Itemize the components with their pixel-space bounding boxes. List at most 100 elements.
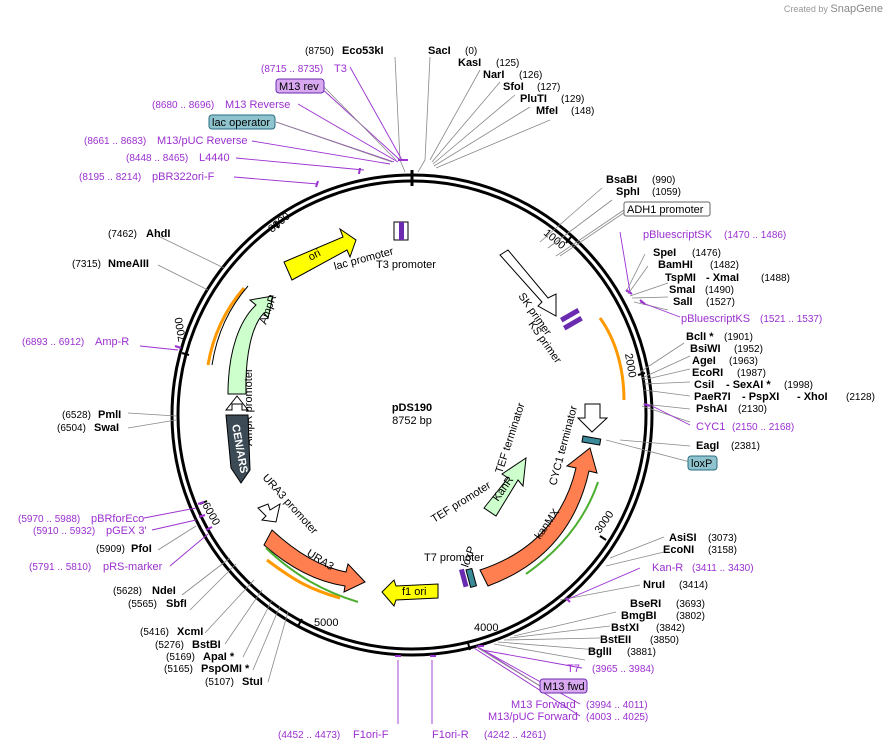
smai-name[interactable]: SmaI bbox=[669, 284, 695, 296]
bamhi-name[interactable]: BamHI bbox=[658, 259, 693, 271]
f1-ori-arrow[interactable] bbox=[381, 579, 439, 607]
mfei-name[interactable]: MfeI bbox=[536, 105, 558, 117]
eagi-name[interactable]: EagI bbox=[696, 440, 719, 452]
pblueks-name[interactable]: pBluescriptKS bbox=[681, 313, 750, 325]
cyc1-terminator-arrow[interactable] bbox=[576, 403, 609, 433]
eco53ki-name[interactable]: Eco53kI bbox=[342, 45, 384, 57]
m13reverse-name[interactable]: M13 Reverse bbox=[225, 99, 290, 111]
tef-promoter-label: TEF promoter bbox=[429, 479, 493, 525]
csii-extra[interactable]: - SexAI * bbox=[726, 379, 771, 391]
sbfi-name[interactable]: SbfI bbox=[166, 598, 187, 610]
ndei-name[interactable]: NdeI bbox=[152, 585, 176, 597]
pmli-pos: (6528) bbox=[62, 410, 91, 421]
m13rev-box[interactable] bbox=[275, 78, 325, 94]
t3-name[interactable]: T3 bbox=[334, 63, 347, 75]
f1orif-name[interactable]: F1ori-F bbox=[353, 729, 389, 741]
paer7i-extra1[interactable]: - PspXI bbox=[742, 391, 779, 403]
cen-ars-arrow[interactable] bbox=[225, 414, 251, 484]
ecori-name[interactable]: EcoRI bbox=[692, 367, 723, 379]
pmli-name[interactable]: PmlI bbox=[98, 409, 121, 421]
xcmi-name[interactable]: XcmI bbox=[177, 626, 203, 638]
loxp-inner-mark[interactable] bbox=[465, 567, 478, 588]
spei-name[interactable]: SpeI bbox=[653, 247, 676, 259]
pbluesk-pos: (1470 .. 1486) bbox=[724, 230, 786, 241]
sali-name[interactable]: SalI bbox=[673, 296, 693, 308]
nrui-name[interactable]: NruI bbox=[643, 579, 665, 591]
stui-name[interactable]: StuI bbox=[242, 676, 263, 688]
tspmi-name[interactable]: TspMI bbox=[665, 272, 696, 284]
apai-pos: (5169) bbox=[166, 652, 195, 663]
t3-pos: (8715 .. 8735) bbox=[261, 64, 323, 75]
paer7i-name[interactable]: PaeR7I bbox=[694, 391, 731, 403]
nari-name[interactable]: NarI bbox=[483, 69, 504, 81]
pshai-name[interactable]: PshAI bbox=[696, 403, 727, 415]
ampr-primer-pos: (6893 .. 6912) bbox=[22, 337, 84, 348]
swai-name[interactable]: SwaI bbox=[94, 422, 119, 434]
bmgbi-name[interactable]: BmgBI bbox=[621, 610, 656, 622]
bglii-name[interactable]: BglII bbox=[588, 646, 612, 658]
agei-name[interactable]: AgeI bbox=[692, 355, 716, 367]
sfoi-name[interactable]: SfoI bbox=[503, 81, 524, 93]
t7-name[interactable]: T7 bbox=[567, 663, 580, 675]
ampr-arrow[interactable] bbox=[227, 295, 274, 395]
pfoi-name[interactable]: PfoI bbox=[131, 543, 152, 555]
pgex3-name[interactable]: pGEX 3' bbox=[106, 525, 147, 537]
apai-name[interactable]: ApaI * bbox=[203, 651, 235, 663]
tspmi-extra[interactable]: - XmaI bbox=[706, 272, 739, 284]
pspomi-name[interactable]: PspOMI * bbox=[201, 663, 250, 675]
m13puc-rev-name[interactable]: M13/pUC Reverse bbox=[157, 135, 247, 147]
ahdi-name[interactable]: AhdI bbox=[146, 228, 170, 240]
l4440-name[interactable]: L4440 bbox=[199, 152, 230, 164]
bstxi-name[interactable]: BstXI bbox=[611, 622, 639, 634]
ura3-promoter-arrow[interactable] bbox=[257, 502, 281, 523]
csii-name[interactable]: CsiI bbox=[694, 379, 714, 391]
m13fwd-box[interactable] bbox=[539, 678, 588, 694]
loxp-outer-mark[interactable] bbox=[581, 435, 602, 446]
pbrforeco-pos: (5970 .. 5988) bbox=[18, 514, 80, 525]
sk-primer-arrow[interactable] bbox=[499, 249, 557, 317]
bcli-name[interactable]: BclI * bbox=[686, 331, 714, 343]
ori-arrow[interactable] bbox=[283, 227, 357, 281]
bsiwi-name[interactable]: BsiWI bbox=[690, 343, 721, 355]
cyc1-pos: (2150 .. 2168) bbox=[732, 422, 794, 433]
pblueks-pos: (1521 .. 1537) bbox=[760, 314, 822, 325]
kasi-name[interactable]: KasI bbox=[458, 57, 481, 69]
pluti-name[interactable]: PluTI bbox=[520, 93, 547, 105]
kanr-arrow[interactable] bbox=[483, 456, 527, 517]
pbr322-name[interactable]: pBR322ori-F bbox=[152, 171, 215, 183]
nari-pos: (126) bbox=[519, 70, 542, 81]
paer7i-extra2[interactable]: - XhoI bbox=[797, 391, 828, 403]
pbrforeco-name[interactable]: pBRforEco bbox=[91, 513, 144, 525]
bsteii-name[interactable]: BstEII bbox=[600, 634, 631, 646]
sphi-name[interactable]: SphI bbox=[616, 186, 640, 198]
ampr-orf-inner bbox=[211, 285, 249, 366]
ampr-primer-name[interactable]: Amp-R bbox=[95, 336, 129, 348]
bstbi-name[interactable]: BstBI bbox=[192, 639, 221, 651]
pbluesk-name[interactable]: pBluescriptSK bbox=[643, 229, 713, 241]
kanmx-orf-line bbox=[525, 481, 599, 575]
ori-label: ori bbox=[306, 247, 322, 263]
kanr-primer-name[interactable]: Kan-R bbox=[652, 562, 683, 574]
m13forward-name[interactable]: M13 Forward bbox=[511, 699, 576, 711]
econi-name[interactable]: EcoNI bbox=[663, 544, 694, 556]
prsmarker-pos: (5791 .. 5810) bbox=[29, 562, 91, 573]
bsabi-name[interactable]: BsaBI bbox=[606, 174, 637, 186]
lac-operator-box[interactable] bbox=[208, 114, 276, 130]
leader-lines bbox=[127, 56, 691, 683]
m13puc-fwd-name[interactable]: M13/pUC Forward bbox=[488, 711, 578, 723]
adh1-promoter-box[interactable] bbox=[623, 201, 711, 217]
f1orir-name[interactable]: F1ori-R bbox=[432, 729, 469, 741]
asisi-name[interactable]: AsiSI bbox=[669, 532, 697, 544]
snapgene-brand: Created by SnapGene bbox=[784, 3, 883, 15]
saci-name[interactable]: SacI bbox=[428, 45, 451, 57]
bseri-name[interactable]: BseRI bbox=[630, 598, 661, 610]
ura3-arrow[interactable] bbox=[263, 529, 366, 593]
lac-operator-box-label: lac operator bbox=[212, 117, 270, 129]
prsmarker-name[interactable]: pRS-marker bbox=[103, 561, 163, 573]
loxp-box[interactable] bbox=[687, 455, 718, 471]
cyc1-name[interactable]: CYC1 bbox=[696, 421, 725, 433]
nmeaiii-name[interactable]: NmeAIII bbox=[108, 258, 149, 270]
primer-site-marks bbox=[174, 159, 651, 657]
ampr-promoter-arrow[interactable] bbox=[224, 395, 250, 411]
kanmx-arrow[interactable] bbox=[479, 447, 598, 587]
